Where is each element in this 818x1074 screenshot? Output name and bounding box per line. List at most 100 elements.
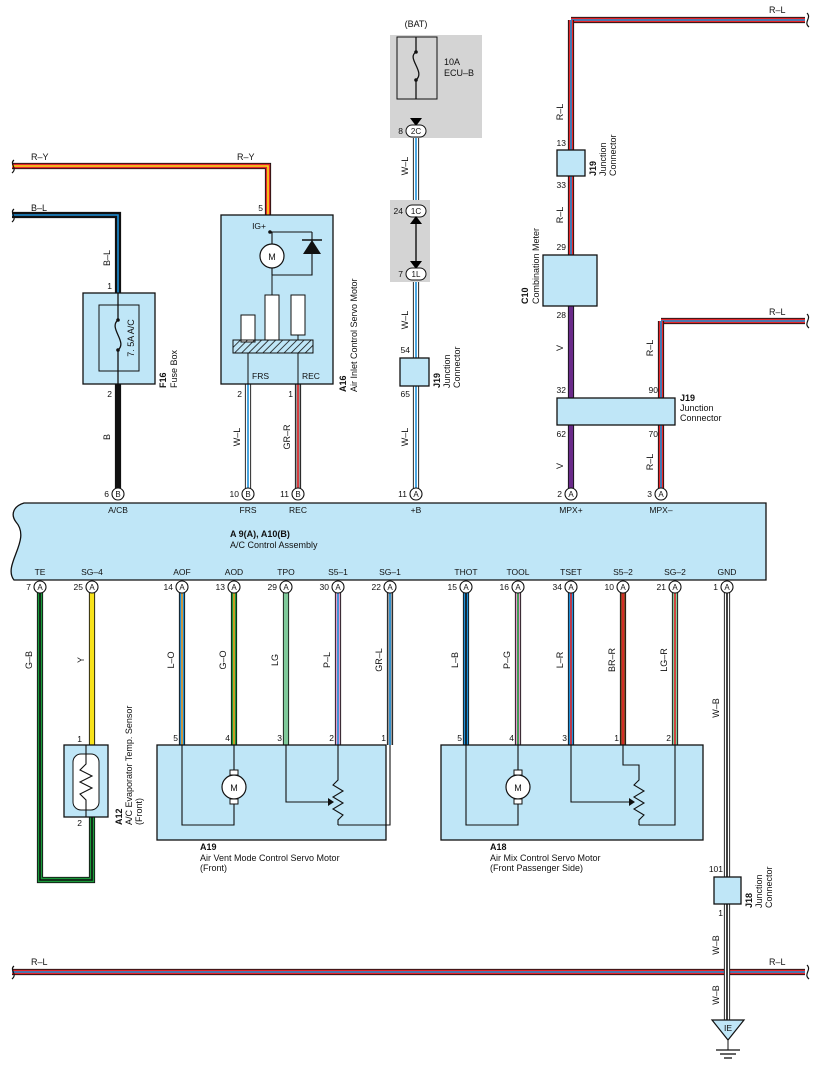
pin-label: +B <box>411 505 422 515</box>
resistor-icon <box>331 775 345 825</box>
wires-layer <box>11 12 810 1020</box>
j18-name2: Connector <box>764 866 774 908</box>
break-mark-icon <box>806 12 810 28</box>
pin-number: 7 <box>26 582 31 592</box>
wire-label-r-l-mid: R–L <box>769 307 786 317</box>
c10-pin-bot: 28 <box>557 310 567 320</box>
pin-letter: A <box>515 583 521 592</box>
a12-pin-1: 1 <box>77 734 82 744</box>
pin-label: SG–4 <box>81 567 103 577</box>
pin-letter: A <box>568 490 574 499</box>
pin-label: TOOL <box>507 567 530 577</box>
wire-label: R–L <box>555 104 565 121</box>
a12-name2: (Front) <box>134 798 144 825</box>
pin-connector-icon <box>111 487 125 501</box>
pin-label: REC <box>289 505 307 515</box>
servo-pin-number: 2 <box>329 733 334 743</box>
wiper-wire <box>285 745 328 803</box>
j18-pin-top: 101 <box>709 864 723 874</box>
pin-letter: A <box>335 583 341 592</box>
servo-a16-ig-label: IG+ <box>252 221 266 231</box>
servo-pin-number: 2 <box>666 733 671 743</box>
wire-r-y <box>12 162 272 215</box>
arrow-down-icon <box>410 261 422 269</box>
servo-a16-name: Air Inlet Control Servo Motor <box>349 278 359 392</box>
a12-pin-2: 2 <box>77 818 82 828</box>
c10-name: Combination Meter <box>531 228 541 304</box>
fuse-box-name: Fuse Box <box>169 349 179 388</box>
connector-oval-label: 1C <box>411 207 421 216</box>
break-mark-icon <box>11 208 15 223</box>
j19-mid-code: J19 <box>432 373 442 388</box>
pin-letter: B <box>295 490 300 499</box>
junction-j19-top <box>556 149 586 177</box>
pin-letter: A <box>283 583 289 592</box>
wire-label: LG <box>270 654 280 666</box>
pin-connector-icon <box>409 487 423 501</box>
servo-a16-frs-label: FRS <box>252 371 269 381</box>
pin-letter: A <box>620 583 626 592</box>
fuse-pin-out: 2 <box>107 389 112 399</box>
j19-right-name2: Connector <box>680 413 722 423</box>
wire-label: L–B <box>450 652 460 668</box>
wire-r-y-stripe <box>12 165 269 215</box>
pin-label: TSET <box>560 567 582 577</box>
servo-pin-number: 3 <box>277 733 282 743</box>
a18-code: A18 <box>490 842 507 852</box>
break-mark-icon <box>806 313 810 329</box>
servo-a19 <box>156 744 387 841</box>
fuse-box-fuse: 7. 5A A/C <box>126 319 136 357</box>
pin-connector-icon <box>227 580 241 594</box>
connector-oval-pin: 7 <box>398 269 403 279</box>
junction-j18 <box>713 876 742 905</box>
a12-name1: A/C Evaporator Temp. Sensor <box>124 706 134 825</box>
battery-fuse-shade <box>390 35 482 138</box>
fuse-dot-icon <box>414 78 418 82</box>
servo-pin-number: 1 <box>614 733 619 743</box>
pin-label: AOD <box>225 567 243 577</box>
pin-label: S5–2 <box>613 567 633 577</box>
pin-number: 30 <box>320 582 330 592</box>
pin-number: 11 <box>280 489 289 499</box>
j19-top-pin-bot: 33 <box>557 180 567 190</box>
wire-label: W–L <box>232 428 242 447</box>
j19-right-name1: Junction <box>680 403 714 413</box>
wire-te-stripe <box>39 590 93 881</box>
pin-number: 29 <box>268 582 278 592</box>
pin-label: TE <box>35 567 46 577</box>
j18-pin-bot: 1 <box>718 908 723 918</box>
motor-label: M <box>230 783 238 793</box>
pin-connector-icon <box>720 580 734 594</box>
pot-wire <box>338 745 391 826</box>
ac-control-assembly <box>10 502 767 581</box>
j18-code: J18 <box>744 893 754 908</box>
break-mark-icon <box>11 965 15 980</box>
pin-connector-icon <box>668 580 682 594</box>
pin-connector-icon <box>564 580 578 594</box>
wire-label: B–L <box>102 250 112 266</box>
pin-number: 15 <box>448 582 458 592</box>
junction-j19-mid <box>399 357 430 387</box>
pin-connector-icon <box>511 580 525 594</box>
j19-right-pin-90: 90 <box>649 385 659 395</box>
c10-code: C10 <box>520 287 530 304</box>
wire-label: V <box>555 345 565 351</box>
servo-a16-pin-rec: 1 <box>288 389 293 399</box>
a18-name1: Air Mix Control Servo Motor <box>490 853 601 863</box>
connector-oval-label: 2C <box>411 127 421 136</box>
ac-assembly-pins: B6A/CBB10FRSB11RECA11+BA2MPX+A3MPX–A7TEA… <box>26 487 736 594</box>
ground-point-icon <box>710 1019 746 1041</box>
pin-connector-icon <box>459 580 473 594</box>
wire-label: W–B <box>711 935 721 955</box>
wire-label: W–B <box>711 985 721 1005</box>
pin-number: 2 <box>557 489 562 499</box>
pot-wire <box>622 745 640 775</box>
wire-te-fill <box>37 590 95 883</box>
j19-right-code: J19 <box>680 393 695 403</box>
pin-label: MPX– <box>649 505 672 515</box>
junction-j19-right <box>556 397 676 426</box>
slide-contact-icon <box>240 314 256 343</box>
j19-right-pin-32: 32 <box>557 385 567 395</box>
